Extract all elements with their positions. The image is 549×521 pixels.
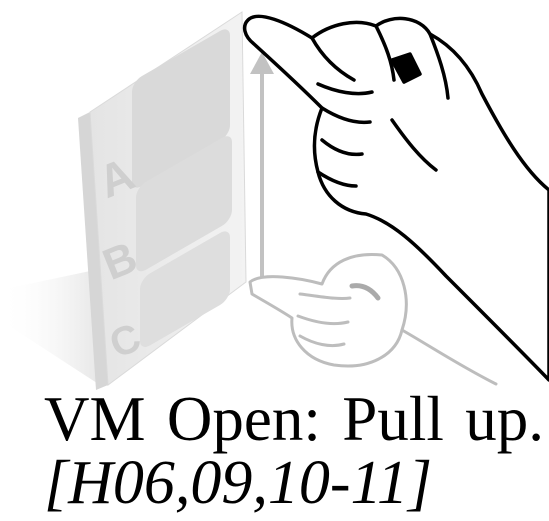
menu-slot-c — [140, 231, 230, 347]
panel-side — [78, 112, 108, 390]
gesture-illustration: A B C — [0, 11, 549, 390]
floor-shadow — [0, 270, 100, 385]
caption-word-1: VM — [44, 384, 146, 454]
finger-pointing-hand-icon — [242, 14, 549, 382]
caption-word-4: up. — [465, 384, 544, 454]
caption-word-3: Pull — [342, 384, 444, 454]
menu-panel: A B C — [78, 11, 247, 390]
caption-reference: [H06,09,10-11] — [44, 449, 433, 517]
ghost-finger-hand-icon — [248, 252, 498, 386]
caption-word-2: Open: — [166, 384, 321, 454]
upward-arrow-icon — [250, 52, 274, 280]
caption-title: VM Open: Pull up. — [44, 388, 544, 451]
menu-slot-b — [136, 136, 232, 272]
